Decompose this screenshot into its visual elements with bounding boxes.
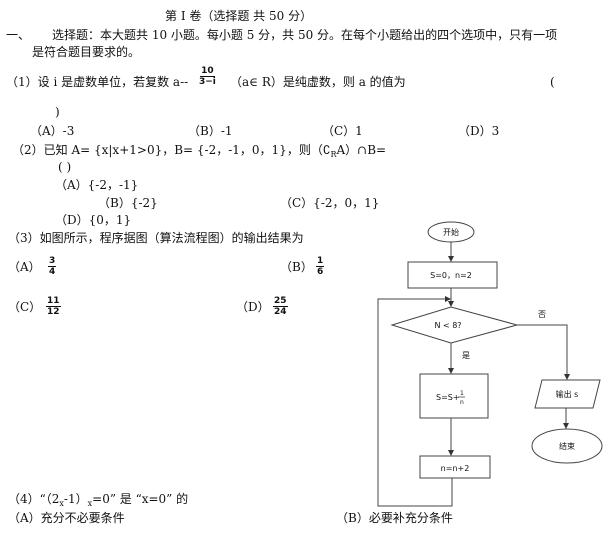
section-title: 第 I 卷（选择题 共 50 分） — [165, 9, 313, 23]
q4-stem-mid: -1） — [63, 492, 88, 506]
q4-stem: （4）“（2x-1）x=0” 是 “x=0” 的 — [8, 492, 188, 511]
update-n-label: n=n+2 — [441, 464, 470, 473]
q2-option-b: （B）{-2} — [98, 196, 158, 210]
yes-label: 是 — [462, 351, 470, 360]
update-s-num: 1 — [460, 390, 464, 397]
q2-option-d: （D）{0，1} — [55, 213, 132, 227]
frac-den: 12 — [47, 307, 60, 317]
output-node — [534, 379, 601, 409]
q1-paren-open: ( — [550, 75, 555, 89]
frac-den: 4 — [49, 267, 56, 277]
q1-frac-den: 3−i — [199, 77, 216, 87]
q1-option-b: （B）-1 — [188, 124, 233, 138]
intro-line1: 选择题：本大题共 10 小题。每小题 5 分，共 50 分。在每个小题给出的四个… — [52, 28, 558, 42]
output-label: 输出 s — [556, 389, 579, 399]
intro-number: 一、 — [6, 28, 31, 42]
update-s-den: n — [460, 399, 464, 406]
q1-frac-num: 10 — [200, 66, 215, 77]
q4-sub2: x — [87, 499, 93, 508]
q3-option-a-label: （A） — [8, 260, 41, 274]
q2-stem-post: A）∩B= — [336, 143, 387, 157]
q4-sub1: x — [59, 499, 64, 508]
no-arrow — [517, 324, 570, 380]
q2-blank: ( ) — [58, 160, 72, 174]
q2-option-a: （A）{-2，-1} — [55, 178, 139, 192]
q4-option-b: （B）必要补充分条件 — [336, 511, 453, 525]
frac-den: 24 — [274, 307, 287, 317]
frac-num: 3 — [48, 256, 57, 267]
q1-prefix: （1）设 i 是虚数单位，若复数 a-- — [6, 75, 189, 89]
q1-paren-close: ) — [55, 105, 60, 119]
init-label: S=0，n=2 — [430, 271, 472, 280]
q1-option-c: （C）1 — [322, 124, 363, 138]
start-label: 开始 — [443, 227, 459, 237]
update-s-node — [419, 373, 489, 419]
q2-stem: （2）已知 A= {x|x+1>0}，B= {-2，-1，0，1}，则（∁RA）… — [12, 143, 386, 162]
q3-option-c-label: （C） — [8, 300, 42, 314]
q1-option-d: （D）3 — [458, 124, 500, 138]
q1-fraction: 10 3−i — [199, 66, 216, 87]
q2-stem-sub: R — [330, 150, 337, 159]
no-label: 否 — [538, 310, 546, 319]
q4-stem-post: =0” 是 “x=0” 的 — [92, 492, 189, 506]
q2-option-c: （C）{-2，0，1} — [280, 196, 380, 210]
end-node — [531, 428, 603, 464]
q3-option-d-label: （D） — [236, 300, 270, 314]
update-n-node — [419, 455, 491, 479]
frac-num: 1 — [316, 256, 325, 267]
frac-num: 11 — [46, 296, 61, 307]
q4-stem-pre: （4）“（2 — [8, 492, 60, 506]
q3-stem: （3）如图所示，程序据图（算法流程图）的输出结果为 — [8, 231, 304, 245]
frac-den: 6 — [317, 267, 324, 277]
end-label: 结束 — [559, 441, 575, 451]
condition-label: N < 8? — [434, 321, 461, 330]
loop-arrow — [377, 296, 453, 507]
q4-option-a: （A）充分不必要条件 — [8, 511, 125, 525]
q2-stem-pre: （2）已知 A= {x|x+1>0}，B= {-2，-1，0，1}，则（∁ — [12, 143, 331, 157]
init-node — [407, 261, 498, 289]
frac-num: 25 — [273, 296, 288, 307]
q1-suffix: （a∈ R）是纯虚数，则 a 的值为 — [230, 75, 406, 89]
q3-option-b-label: （B） — [280, 260, 313, 274]
intro-line2: 是符合题目要求的。 — [32, 45, 141, 59]
update-s-label: S=S+ — [436, 393, 460, 402]
q1-option-a: （A）-3 — [30, 124, 75, 138]
